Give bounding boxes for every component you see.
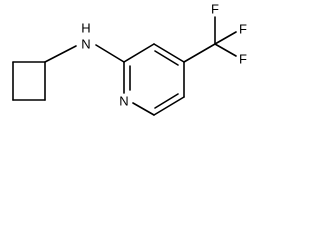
nh-pyridine-bond: [95, 44, 125, 63]
fluorine-label-lower-right: F: [239, 51, 247, 66]
amine-nitrogen-label: N: [81, 36, 90, 51]
molecule-canvas: H N N F F F: [0, 0, 268, 134]
amine-hydrogen-label: H: [81, 20, 90, 35]
trifluoromethyl-group: [214, 16, 237, 57]
pyridine-bond-c3-c4-inner: [154, 50, 179, 66]
fluorine-label-top: F: [211, 1, 219, 16]
cf3-bond-f2: [214, 31, 237, 45]
pyridine-cf3-bond: [183, 43, 216, 63]
pyridine-bond-c5-c6-inner: [154, 93, 179, 109]
fluorine-label-upper-right: F: [239, 21, 247, 36]
molecule-structure: H N N F F F: [12, 1, 247, 116]
cyclobutyl-ring: [12, 61, 46, 101]
cyclobutyl-nh-bond: [44, 45, 77, 63]
cf3-bond-f3: [214, 43, 237, 57]
pyridine-bond-c6-n1: [132, 102, 155, 116]
pyridine-ring: [123, 43, 185, 116]
pyridine-bond-c5-c6: [153, 96, 185, 116]
pyridine-bond-c3-c4: [153, 43, 185, 63]
pyridine-nitrogen-label: N: [119, 93, 128, 108]
pyridine-bond-c2-c3: [123, 43, 155, 63]
